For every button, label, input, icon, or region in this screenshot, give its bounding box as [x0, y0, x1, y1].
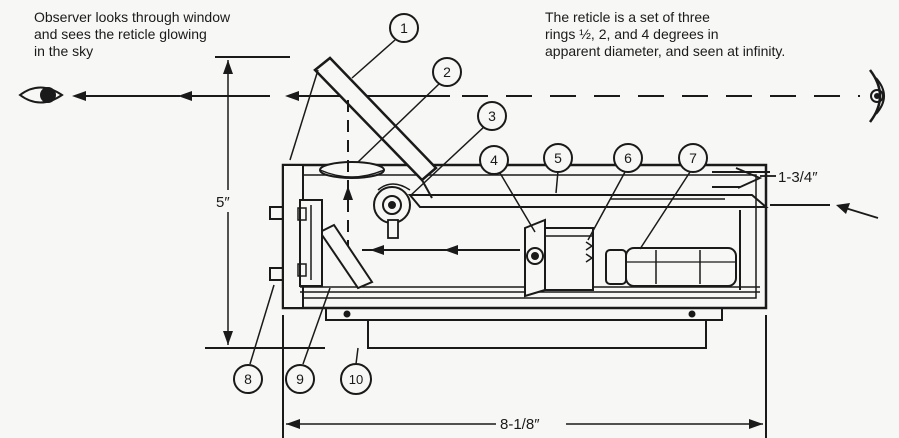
mirror [297, 199, 374, 290]
reticle-note-line-3: apparent diameter, and seen at infinity. [545, 43, 785, 59]
arrow-head-icon [178, 91, 192, 101]
svg-text:1: 1 [400, 20, 408, 36]
window-dimension: 1-3/4″ [712, 167, 818, 189]
reticle-holder [524, 218, 594, 298]
length-label: 8-1/8″ [500, 416, 540, 433]
observer-note-line-1: Observer looks through window [34, 9, 231, 25]
incoming-light-arrow [770, 203, 879, 219]
svg-text:10: 10 [349, 372, 363, 387]
sight-line [72, 91, 860, 101]
reticle-note-line-1: The reticle is a set of three [545, 9, 710, 25]
svg-text:6: 6 [624, 150, 632, 166]
reticle-note: The reticle is a set of three rings ½, 2… [545, 9, 785, 59]
svg-text:3: 3 [488, 108, 496, 124]
internal-light-path [343, 100, 520, 255]
reticle-target-icon [869, 69, 885, 123]
callout-2: 2 [432, 57, 462, 87]
svg-text:9: 9 [296, 371, 304, 387]
svg-text:7: 7 [689, 150, 697, 166]
callout-leaders [249, 39, 691, 365]
length-dimension: 8-1/8″ [282, 315, 767, 438]
callout-10: 10 [340, 363, 372, 395]
adjustment-knob [373, 183, 411, 239]
observer-note-line-3: in the sky [34, 43, 93, 59]
svg-text:5: 5 [554, 150, 562, 166]
callout-8: 8 [233, 364, 263, 394]
callout-9: 9 [285, 364, 315, 394]
height-label: 5″ [216, 194, 230, 211]
eye-icon [18, 86, 64, 104]
callout-6: 6 [613, 143, 643, 173]
callout-4: 4 [479, 145, 509, 175]
collimating-lens [319, 161, 385, 179]
svg-text:8: 8 [244, 371, 252, 387]
callout-7: 7 [678, 143, 708, 173]
svg-text:2: 2 [443, 64, 451, 80]
observer-note: Observer looks through window and sees t… [34, 9, 231, 59]
callout-3: 3 [477, 101, 507, 131]
height-dimension: 5″ [205, 56, 325, 349]
observer-note-line-2: and sees the reticle glowing [34, 26, 207, 42]
callout-1: 1 [389, 13, 419, 43]
arrow-head-icon [285, 91, 299, 101]
arrow-head-icon [72, 91, 86, 101]
lamp-battery [605, 247, 737, 287]
callout-5: 5 [543, 143, 573, 173]
reticle-note-line-2: rings ½, 2, and 4 degrees in [545, 26, 719, 42]
svg-text:4: 4 [490, 152, 498, 168]
window-width-label: 1-3/4″ [778, 169, 818, 186]
